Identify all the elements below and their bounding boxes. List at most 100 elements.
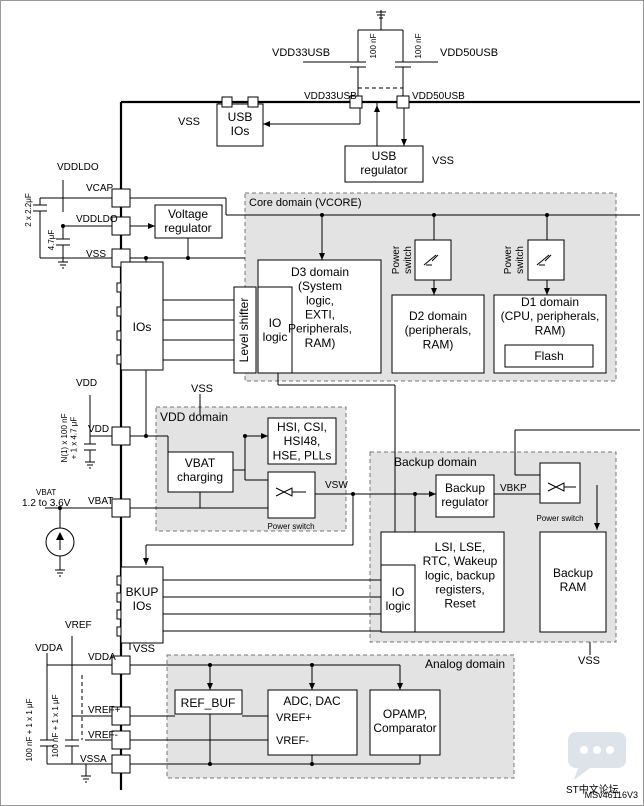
label-power-switch-d1: Powerswitch (503, 245, 526, 274)
label-d1-domain: D1 domain(CPU, peripherals,RAM) (501, 295, 600, 337)
label-vref-plus-pin: VREF+ (88, 705, 121, 716)
bkp-ram-arrow (594, 523, 600, 530)
adc-arrow (309, 683, 315, 690)
label-backup-domain: Backup domain (394, 455, 477, 469)
label-vdd50usb-pin: VDD50USB (412, 91, 465, 102)
backup-ram-block (539, 531, 607, 633)
label-cap-vdd: N(1) x 100 nF+ 1 x 4.7 μF (60, 413, 78, 462)
label-vdd50usb-top: VDD50USB (440, 47, 498, 59)
switch-icon-d1 (536, 254, 552, 266)
usb-io-pin-2 (247, 96, 259, 108)
label-vsw: VSW (325, 480, 348, 491)
adc-dac-block (267, 689, 358, 756)
label-vddldo: VDDLDO (76, 214, 118, 225)
usb-regulator-block (344, 145, 424, 183)
label-vss-backup: VSS (578, 655, 600, 667)
core-io-logic-block (257, 286, 293, 374)
opamp-arrow (397, 683, 403, 690)
junction (320, 213, 324, 217)
label-vdd-pin: VDD (88, 424, 109, 435)
label-cap-2x22uf: 2 x 2.2μF (24, 193, 33, 227)
label-ios: IOs (133, 320, 152, 334)
label-vddldo-top: VDDLDO (57, 162, 99, 173)
opamp-block (369, 689, 441, 756)
label-vss-bkup-ios: VSS (133, 643, 155, 655)
refbuf-arrow (207, 683, 213, 690)
junction (144, 434, 148, 438)
flash-block (504, 344, 594, 368)
pin-vdd50usb (396, 95, 410, 109)
junction (310, 663, 314, 667)
ios-block (120, 261, 164, 371)
label-analog-domain: Analog domain (425, 657, 505, 671)
label-vref-minus-pin: VREF- (88, 730, 118, 741)
junction (545, 213, 549, 217)
pin-vdda (111, 655, 131, 675)
switch-icon-vdd (275, 487, 306, 497)
label-vref: VREF (65, 620, 92, 631)
bkup-ios-block (120, 566, 164, 644)
junction (243, 434, 247, 438)
bkp-io-logic-block (380, 564, 416, 633)
label-vdd-domain: VDD domain (160, 410, 228, 424)
power-switch-bkp-block (539, 462, 581, 504)
label-cap-vdda: 100 nF + 1 x 1 μF (25, 698, 34, 761)
switch-icon-bkp (547, 482, 576, 492)
label-power-switch-d2: Powerswitch (391, 245, 414, 274)
pin-vdd (111, 426, 131, 446)
junction (144, 256, 148, 260)
watermark-logo (568, 732, 626, 780)
label-vss-usb-ios: VSS (178, 116, 200, 128)
label-vdd33usb-top: VDD33USB (272, 47, 330, 59)
voltage-regulator-block (154, 204, 223, 239)
label-cap-100nf-a: 100 nF (369, 33, 378, 58)
d1-arrow (544, 288, 550, 295)
label-cap-100nf-b: 100 nF (414, 33, 423, 58)
label-vref-minus: VREF- (276, 735, 309, 747)
bkup-ios-arrow (143, 558, 149, 565)
level-shifter-block (233, 286, 257, 374)
ref-buf-block (174, 689, 243, 715)
usb-ios-block (216, 103, 264, 147)
label-vbkp: VBKP (500, 483, 527, 494)
backup-regulator-block (435, 474, 495, 518)
d2-arrow (431, 288, 437, 295)
label-cap-vref: 100 nF + 1 x 1 μF (51, 694, 60, 757)
label-vcap: VCAP (86, 183, 114, 194)
label-vref-plus: VREF+ (276, 712, 312, 724)
label-vss-vdd-domain: VSS (191, 383, 213, 395)
d2-domain-block (391, 294, 485, 374)
bkp-reg-arrow (429, 491, 436, 497)
label-opamp: OPAMP,Comparator (373, 707, 436, 735)
clocks-arrow (261, 433, 268, 439)
label-vdd-top: VDD (76, 378, 97, 389)
junction (208, 762, 212, 766)
label-vssa: VSSA (80, 754, 107, 765)
label-cap-47uf: 4.7μF (47, 230, 56, 251)
junction (61, 224, 65, 228)
pin-vbat (111, 498, 131, 518)
label-adc-dac: ADC, DAC (283, 694, 341, 708)
d3-arrow (319, 253, 325, 260)
junction (58, 506, 62, 510)
pin-vref-minus (111, 730, 131, 750)
label-figure-code: MSv46116V3 (585, 790, 638, 800)
pin-vcap (111, 188, 131, 208)
junction (208, 663, 212, 667)
label-watermark: ST中文论坛 (566, 783, 619, 796)
label-vbat-range: 1.2 to 3.6V (22, 498, 71, 509)
pin-vdd33usb (349, 95, 363, 109)
label-vss-ldo: VSS (86, 249, 106, 260)
usb-reg-arrow-down (401, 139, 407, 146)
usb-reg-arrow-up (374, 105, 380, 112)
label-vdda-top: VDDA (35, 643, 63, 654)
label-power-switch-bkp: Power switch (536, 514, 583, 523)
